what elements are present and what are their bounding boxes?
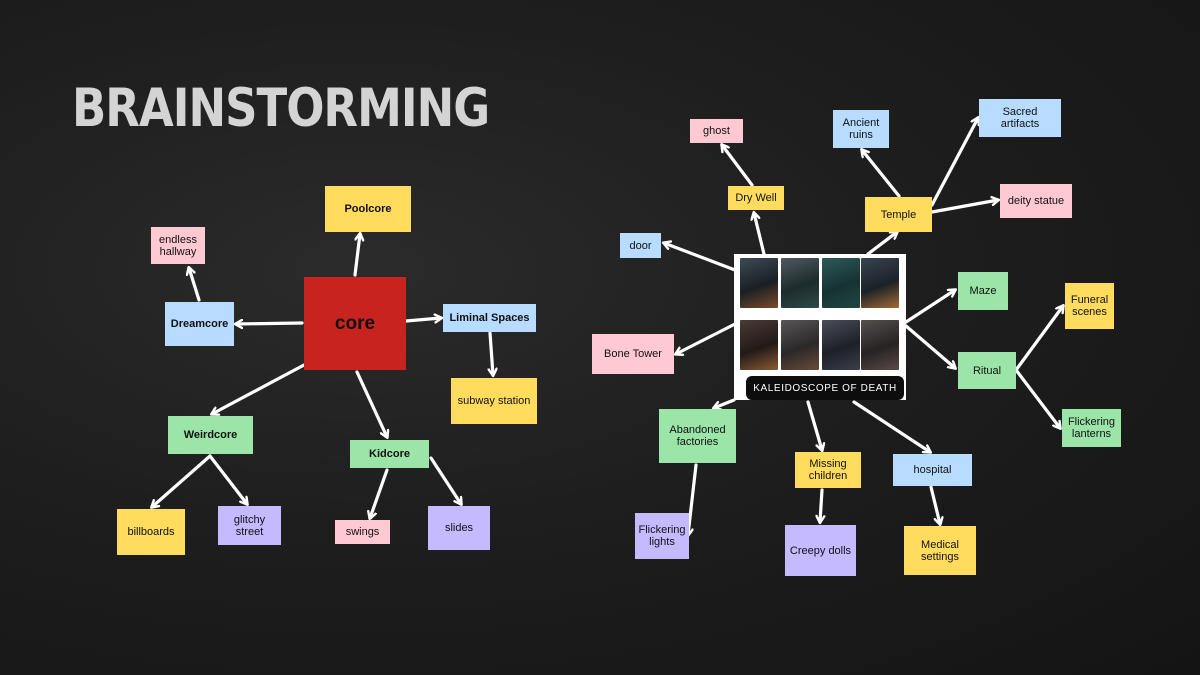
note-creepy-dolls[interactable]: Creepy dolls	[785, 525, 856, 576]
note-ghost[interactable]: ghost	[690, 119, 743, 143]
book-cover-image	[740, 258, 778, 308]
note-hospital[interactable]: hospital	[893, 454, 972, 486]
note-swings[interactable]: swings	[335, 520, 390, 544]
arrow-ritual-funeral-scenes	[1014, 306, 1063, 372]
note-endless-hallway[interactable]: endless hallway	[151, 227, 205, 264]
note-glitchy-street[interactable]: glitchy street	[218, 506, 281, 545]
arrow-core-liminal-spaces	[404, 318, 441, 321]
arrow-poster-missing-children	[806, 400, 822, 450]
note-ancient-ruins[interactable]: Ancient ruins	[833, 110, 889, 148]
note-temple[interactable]: Temple	[865, 197, 932, 232]
note-dreamcore[interactable]: Dreamcore	[165, 302, 234, 346]
poster-label: KALEIDOSCOPE OF DEATH	[746, 376, 904, 400]
note-weirdcore[interactable]: Weirdcore	[168, 416, 253, 454]
note-flickering-lights[interactable]: Flickering lights	[635, 513, 689, 559]
note-deity-statue[interactable]: deity statue	[1000, 184, 1072, 218]
note-bone-tower[interactable]: Bone Tower	[592, 334, 674, 374]
book-cover-image	[781, 320, 819, 370]
arrow-weirdcore-glitchy-street	[208, 454, 247, 504]
note-funeral-scenes[interactable]: Funeral scenes	[1065, 283, 1114, 329]
book-cover-image	[822, 258, 860, 308]
arrow-dry-well-ghost	[722, 145, 754, 187]
arrow-poster-abandoned-factories	[714, 398, 736, 408]
book-cover-image	[781, 258, 819, 308]
book-cover-image	[740, 320, 778, 370]
arrow-core-weirdcore	[212, 363, 306, 414]
note-missing-children[interactable]: Missing children	[795, 452, 861, 488]
note-liminal-spaces[interactable]: Liminal Spaces	[443, 304, 536, 332]
arrow-hospital-medical-settings	[929, 485, 940, 524]
arrow-kidcore-slides	[429, 456, 461, 504]
arrow-liminal-subway	[490, 331, 493, 375]
note-sacred-artifacts[interactable]: Sacred artifacts	[979, 99, 1061, 137]
core-node[interactable]: core	[304, 277, 406, 370]
arrow-temple-sacred-artifacts	[930, 118, 978, 207]
book-cover-image	[822, 320, 860, 370]
arrow-core-poolcore	[353, 234, 360, 277]
arrow-poster-temple	[866, 232, 897, 256]
arrow-ritual-flickering-lanterns	[1014, 368, 1060, 428]
note-slides[interactable]: slides	[428, 506, 490, 550]
note-flickering-lanterns[interactable]: Flickering lanterns	[1062, 409, 1121, 447]
arrow-core-kidcore	[355, 370, 387, 437]
note-abandoned-factories[interactable]: Abandoned factories	[659, 409, 736, 463]
arrow-core-dreamcore	[236, 323, 304, 324]
note-door[interactable]: door	[620, 233, 661, 258]
note-billboards[interactable]: billboards	[117, 509, 185, 555]
arrow-temple-deity-statue	[930, 200, 998, 214]
book-cover-image	[861, 258, 899, 308]
book-cover-image	[861, 320, 899, 370]
arrow-factories-flickering-lights	[688, 463, 698, 535]
arrow-poster-door	[664, 243, 737, 272]
arrow-poster-ritual	[904, 324, 955, 368]
arrow-kidcore-swings	[370, 468, 389, 518]
arrow-poster-hospital	[852, 400, 930, 452]
note-maze[interactable]: Maze	[958, 272, 1008, 310]
note-dry-well[interactable]: Dry Well	[728, 186, 784, 210]
note-subway-station[interactable]: subway station	[451, 378, 537, 424]
note-ritual[interactable]: Ritual	[958, 352, 1016, 389]
arrow-weirdcore-billboards	[152, 454, 212, 507]
arrow-poster-maze	[904, 290, 955, 324]
note-poolcore[interactable]: Poolcore	[325, 186, 411, 232]
poster-image[interactable]	[734, 254, 906, 400]
page-title: BRAINSTORMING	[72, 77, 490, 139]
arrow-temple-ancient-ruins	[862, 150, 901, 198]
note-kidcore[interactable]: Kidcore	[350, 440, 429, 468]
note-medical-settings[interactable]: Medical settings	[904, 526, 976, 575]
arrow-poster-dry-well	[754, 213, 766, 256]
arrow-poster-bone-tower	[676, 322, 737, 354]
arrow-dreamcore-endless-hallway	[189, 268, 201, 302]
arrow-missing-children-creepy-dolls	[820, 488, 822, 522]
